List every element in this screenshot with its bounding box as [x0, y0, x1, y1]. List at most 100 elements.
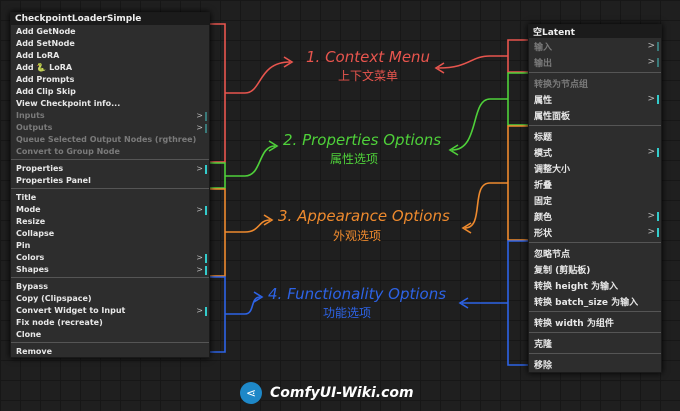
- menu-item[interactable]: Add Clip Skip: [11, 85, 209, 97]
- annotation-context-menu-cn: 上下文菜单: [338, 69, 399, 83]
- menu-item[interactable]: Pin: [11, 239, 209, 251]
- menu-separator: [529, 332, 661, 333]
- submenu-arrow-icon: >: [647, 211, 659, 221]
- menu-item-label: 颜色: [534, 212, 553, 223]
- menu-item[interactable]: 转换 height 为输入: [529, 277, 661, 293]
- menu-item[interactable]: 调整大小: [529, 160, 661, 176]
- menu-item-label: Mode: [16, 204, 41, 214]
- annotation-functionality-cn: 功能选项: [323, 306, 372, 320]
- menu-item[interactable]: Convert Widget to Input>: [11, 304, 209, 316]
- menu-item[interactable]: Properties >: [11, 162, 209, 174]
- menu-item-label: 模式: [534, 148, 553, 159]
- menu-item[interactable]: Remove: [11, 345, 209, 357]
- menu-item[interactable]: Fix node (recreate): [11, 316, 209, 328]
- menu-separator: [529, 353, 661, 354]
- orange-bracket-left: [210, 188, 245, 277]
- menu-item-label: Add GetNode: [16, 26, 76, 36]
- menu-item[interactable]: 输出>: [529, 54, 661, 70]
- menu-item-label: Add Prompts: [16, 74, 75, 84]
- menu-item[interactable]: Add SetNode: [11, 37, 209, 49]
- menu-item[interactable]: 模式>: [529, 144, 661, 160]
- menu-item-label: Colors: [16, 252, 45, 262]
- menu-item-label: Convert to Group Node: [16, 146, 120, 156]
- menu-item[interactable]: Copy (Clipspace): [11, 292, 209, 304]
- menu-item-label: Shapes: [16, 264, 49, 274]
- menu-item[interactable]: Queue Selected Output Nodes (rgthree): [11, 133, 209, 145]
- menu-item-label: Title: [16, 192, 37, 202]
- menu-item[interactable]: 忽略节点: [529, 245, 661, 261]
- menu-item[interactable]: Inputs>: [11, 109, 209, 121]
- menu-item[interactable]: 标题: [529, 128, 661, 144]
- menu-item-label: 转换为节点组: [534, 79, 589, 90]
- menu-separator: [529, 125, 661, 126]
- menu-item[interactable]: Bypass: [11, 280, 209, 292]
- menu-item-label: Convert Widget to Input: [16, 305, 126, 315]
- submenu-arrow-icon: >: [196, 264, 207, 275]
- menu-item-label: Remove: [16, 346, 53, 356]
- menu-item[interactable]: 转换 width 为组件: [529, 314, 661, 330]
- submenu-arrow-icon: >: [647, 94, 659, 104]
- red-arrow-left: [244, 61, 291, 94]
- menu-item[interactable]: Convert to Group Node: [11, 145, 209, 157]
- menu-item-label: 转换 width 为组件: [534, 318, 614, 329]
- green-arrow-left: [244, 145, 276, 177]
- menu-item-label: 调整大小: [534, 164, 571, 175]
- menu-item[interactable]: 形状 >: [529, 224, 661, 240]
- menu-item-label: 转换 batch_size 为输入: [534, 297, 639, 308]
- menu-item-label: 属性面板: [534, 111, 571, 122]
- menu-item[interactable]: 移除: [529, 356, 661, 372]
- menu-item-label: 移除: [534, 360, 553, 371]
- orange-bracket-right: [490, 125, 528, 241]
- menu-item[interactable]: Add 🐍 LoRA: [11, 61, 209, 73]
- menu-item[interactable]: Title: [11, 191, 209, 203]
- menu-item[interactable]: Clone: [11, 328, 209, 340]
- menu-item-label: Copy (Clipspace): [16, 293, 92, 303]
- menu-item[interactable]: Mode>: [11, 203, 209, 215]
- submenu-arrow-icon: >: [196, 163, 207, 174]
- menu-item[interactable]: 复制 (剪贴板): [529, 261, 661, 277]
- submenu-arrow-icon: >: [647, 227, 659, 237]
- menu-item-label: Add LoRA: [16, 50, 60, 60]
- menu-item[interactable]: Properties Panel: [11, 174, 209, 186]
- menu-item-label: 属性: [534, 95, 553, 106]
- menu-title: CheckpointLoaderSimple: [11, 13, 209, 25]
- submenu-arrow-icon: >: [196, 252, 207, 263]
- menu-item-label: View Checkpoint info...: [16, 98, 121, 108]
- menu-item[interactable]: Colors >: [11, 251, 209, 263]
- menu-item[interactable]: 属性面板: [529, 107, 661, 123]
- menu-item[interactable]: Collapse: [11, 227, 209, 239]
- menu-title: 空Latent: [529, 25, 661, 38]
- menu-item[interactable]: View Checkpoint info...: [11, 97, 209, 109]
- menu-item[interactable]: 克隆: [529, 335, 661, 351]
- annotation-functionality: 4. Functionality Options: [268, 285, 447, 303]
- menu-separator: [11, 342, 209, 343]
- annotation-appearance: 3. Appearance Options: [278, 207, 450, 225]
- menu-item-label: 标题: [534, 132, 553, 143]
- menu-item-label: Pin: [16, 240, 31, 250]
- menu-item-label: Bypass: [16, 281, 48, 291]
- menu-item[interactable]: Shapes >: [11, 263, 209, 275]
- menu-item[interactable]: Resize: [11, 215, 209, 227]
- menu-item[interactable]: 属性 >: [529, 91, 661, 107]
- menu-item[interactable]: Add Prompts: [11, 73, 209, 85]
- menu-item-label: Inputs: [16, 110, 45, 120]
- menu-item[interactable]: 颜色 >: [529, 208, 661, 224]
- menu-item[interactable]: 转换 batch_size 为输入: [529, 293, 661, 309]
- blue-arrow-left: [244, 296, 261, 315]
- menu-item[interactable]: 输入>: [529, 38, 661, 54]
- menu-item-label: 形状: [534, 228, 553, 239]
- menu-item[interactable]: Add LoRA: [11, 49, 209, 61]
- menu-item-label: Properties: [16, 163, 64, 173]
- menu-separator: [11, 159, 209, 160]
- menu-item[interactable]: 折叠: [529, 176, 661, 192]
- red-arrow-right: [437, 55, 491, 69]
- submenu-arrow-icon: >: [647, 41, 659, 51]
- menu-item[interactable]: Outputs>: [11, 121, 209, 133]
- menu-item[interactable]: 转换为节点组: [529, 75, 661, 91]
- menu-item[interactable]: Add GetNode: [11, 25, 209, 37]
- menu-item-label: 折叠: [534, 180, 553, 191]
- annotation-context-menu: 1. Context Menu: [306, 48, 431, 66]
- green-bracket-right: [490, 72, 528, 126]
- menu-item[interactable]: 固定: [529, 192, 661, 208]
